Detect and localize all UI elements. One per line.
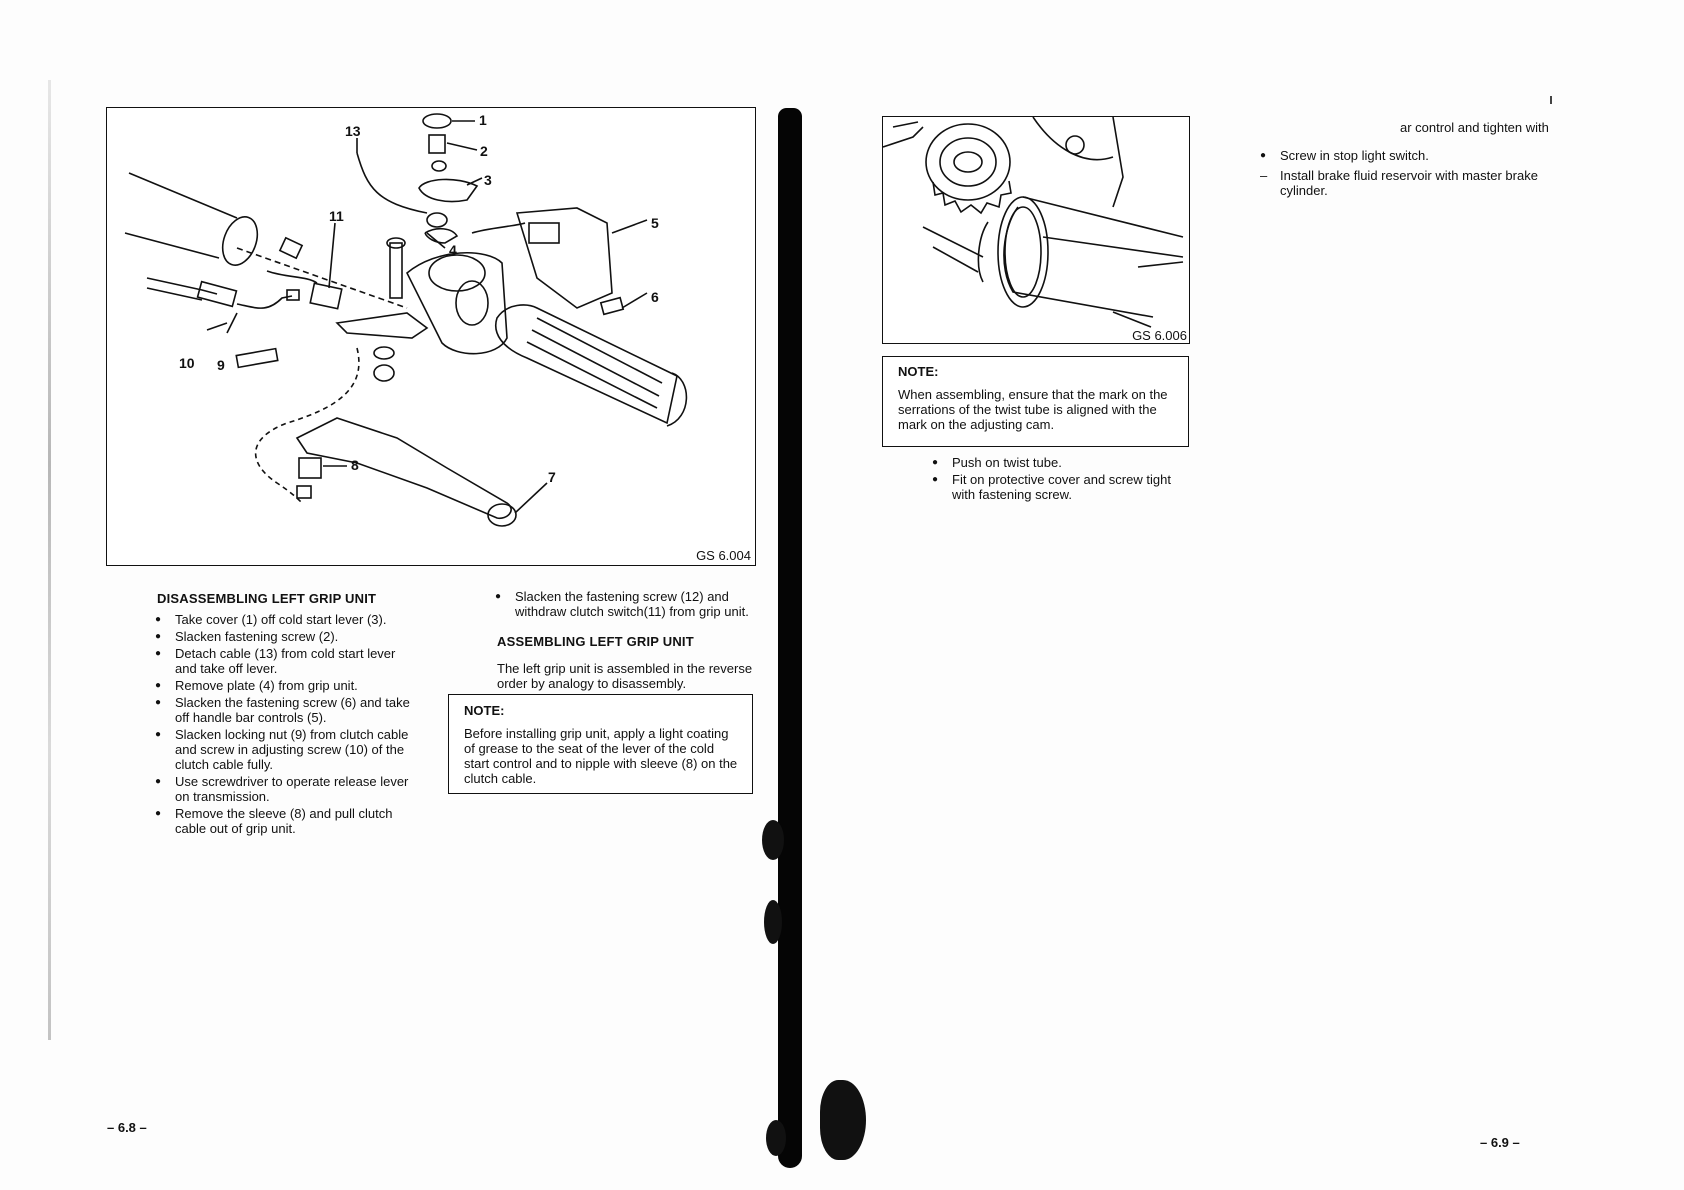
list-item: Slacken the fastening screw (12) and wit… [495,589,757,619]
callout-2: 2 [480,143,488,159]
list-item: Install brake fluid reservoir with maste… [1260,168,1542,198]
exploded-view-drawing: 1 2 3 4 5 6 7 8 9 10 11 13 [124,112,688,527]
list-item: Fit on protective cover and screw tight … [932,472,1192,502]
callout-1: 1 [479,112,487,128]
list-item: Use screwdriver to operate release lever… [155,774,417,804]
note-text: When assembling, ensure that the mark on… [898,387,1168,432]
text-fragment: ar control and tighten with [1400,120,1549,135]
installation-steps-list: Screw in stop light switch. [1260,148,1542,165]
assembly-text: The left grip unit is assembled in the r… [497,661,753,691]
scan-artifact-blob [764,900,782,944]
list-item: Slacken fastening screw (2). [155,629,417,644]
installation-dash-list: Install brake fluid reservoir with maste… [1260,168,1542,200]
figure-label: GS 6.006 [1132,328,1187,343]
callout-7: 7 [548,469,556,485]
page-number-right: – 6.9 – [1480,1135,1520,1150]
figure-left-grip-exploded: 1 2 3 4 5 6 7 8 9 10 11 13 GS 6.004 [106,107,756,566]
list-item: Slacken the fastening screw (6) and take… [155,695,417,725]
callout-13: 13 [345,123,361,139]
section-heading-disassembling: DISASSEMBLING LEFT GRIP UNIT [157,591,377,606]
assembly-steps-list: Push on twist tube. Fit on protective co… [932,455,1192,504]
note-title: NOTE: [464,703,505,718]
callout-4: 4 [449,242,457,258]
callout-9: 9 [217,357,225,373]
disassembly-steps-list: Take cover (1) off cold start lever (3).… [155,612,417,838]
list-item: Screw in stop light switch. [1260,148,1542,163]
page-number-left: – 6.8 – [107,1120,147,1135]
disassembly-steps-continued: Slacken the fastening screw (12) and wit… [495,589,757,621]
list-item: Push on twist tube. [932,455,1192,470]
figure-label: GS 6.004 [696,548,751,563]
scan-binding-edge-left [48,80,51,1040]
section-heading-assembling: ASSEMBLING LEFT GRIP UNIT [497,634,694,649]
scan-artifact-blob [820,1080,866,1160]
note-box-grease: NOTE: Before installing grip unit, apply… [448,694,753,794]
list-item: Slacken locking nut (9) from clutch cabl… [155,727,417,772]
callout-3: 3 [484,172,492,188]
callout-10: 10 [179,355,195,371]
scan-binding-shadow [778,108,802,1168]
callout-11: 11 [329,208,344,224]
callout-8: 8 [351,457,359,473]
scan-artifact-blob [762,820,784,860]
list-item: Detach cable (13) from cold start lever … [155,646,417,676]
scan-artifact-blob [766,1120,786,1156]
list-item: Remove the sleeve (8) and pull clutch ca… [155,806,417,836]
figure-twist-tube: GS 6.006 [882,116,1190,344]
callout-6: 6 [651,289,659,305]
scan-speck [1550,96,1552,104]
note-text: Before installing grip unit, apply a lig… [464,726,738,786]
callout-5: 5 [651,215,659,231]
note-box-alignment: NOTE: When assembling, ensure that the m… [882,356,1189,447]
list-item: Take cover (1) off cold start lever (3). [155,612,417,627]
note-title: NOTE: [898,364,939,379]
list-item: Remove plate (4) from grip unit. [155,678,417,693]
twist-tube-drawing [882,116,1184,328]
